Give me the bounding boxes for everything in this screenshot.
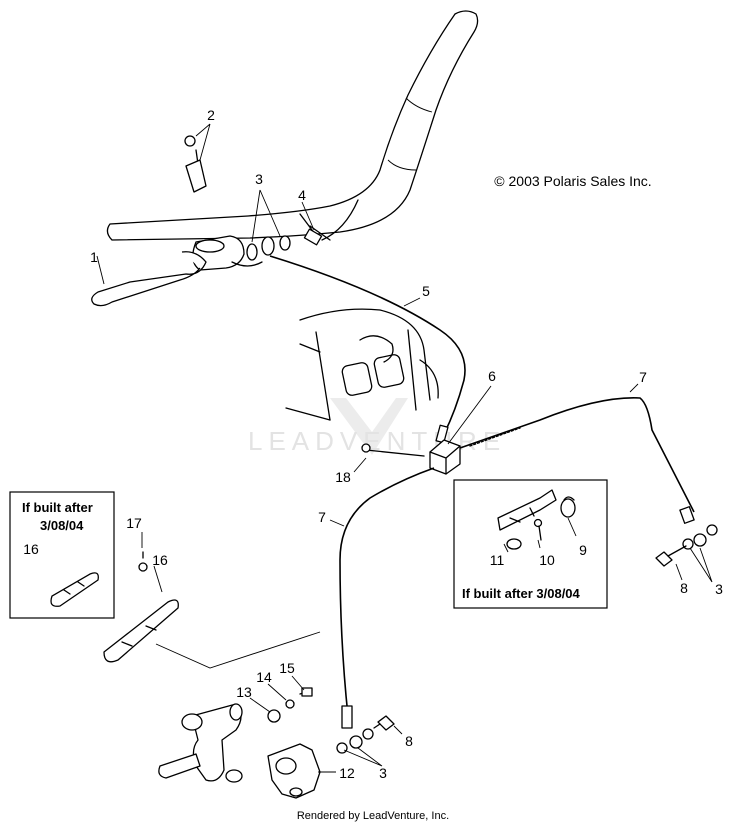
callout-3-lower: 3 [379,765,387,781]
callout-17: 17 [126,515,142,531]
callout-3-upper: 3 [255,171,263,187]
callout-9: 9 [579,542,587,558]
callout-12: 12 [339,765,355,781]
callout-2: 2 [207,107,215,123]
clamp [184,135,207,193]
bolt-8-right [655,545,687,567]
handlebar [106,10,479,241]
inset-left-title-line2: 3/08/04 [40,518,84,533]
callout-3-right: 3 [715,581,723,597]
bolt-18 [361,443,425,457]
copyright: © 2003 Polaris Sales Inc. [494,173,651,189]
master-cylinder-lever [91,235,263,307]
upper-brake-line [269,255,466,444]
caliper [267,743,321,799]
callout-1: 1 [90,249,98,265]
inset-right-title: If built after 3/08/04 [462,586,581,601]
callout-8-right: 8 [680,580,688,596]
inset-right: If built after 3/08/04 [453,479,608,609]
junction-block [429,439,461,475]
spindle [158,703,243,783]
callout-16: 16 [152,552,168,568]
callouts: 1 2 3 4 5 6 7 18 7 17 16 16 11 10 9 8 3 … [23,107,723,781]
frame [285,308,439,421]
watermark: LEADVENTURE [248,398,500,456]
screw-17 [138,551,148,572]
right-brake-line [459,397,695,524]
callout-10: 10 [539,552,555,568]
inset-left-title-line1: If built after [22,500,93,515]
washers-right [682,524,718,550]
callout-5: 5 [422,283,430,299]
callout-6: 6 [488,368,496,384]
callout-11: 11 [490,552,505,568]
callout-15: 15 [279,660,295,676]
hardware-stack [267,687,313,723]
callout-7-left: 7 [318,509,326,525]
callout-4: 4 [298,187,306,203]
left-brake-line [339,467,435,729]
callout-8-lower: 8 [405,733,413,749]
leader-lines [96,123,713,773]
callout-13: 13 [236,684,252,700]
footer-credit: Rendered by LeadVenture, Inc. [297,810,449,822]
callout-16-inset: 16 [23,541,39,557]
callout-18: 18 [335,469,351,485]
inset-left: If built after 3/08/04 [9,491,115,619]
heat-shield [103,599,321,669]
washers-upper [246,235,291,261]
callout-14: 14 [256,669,272,685]
callout-7-right: 7 [639,369,647,385]
